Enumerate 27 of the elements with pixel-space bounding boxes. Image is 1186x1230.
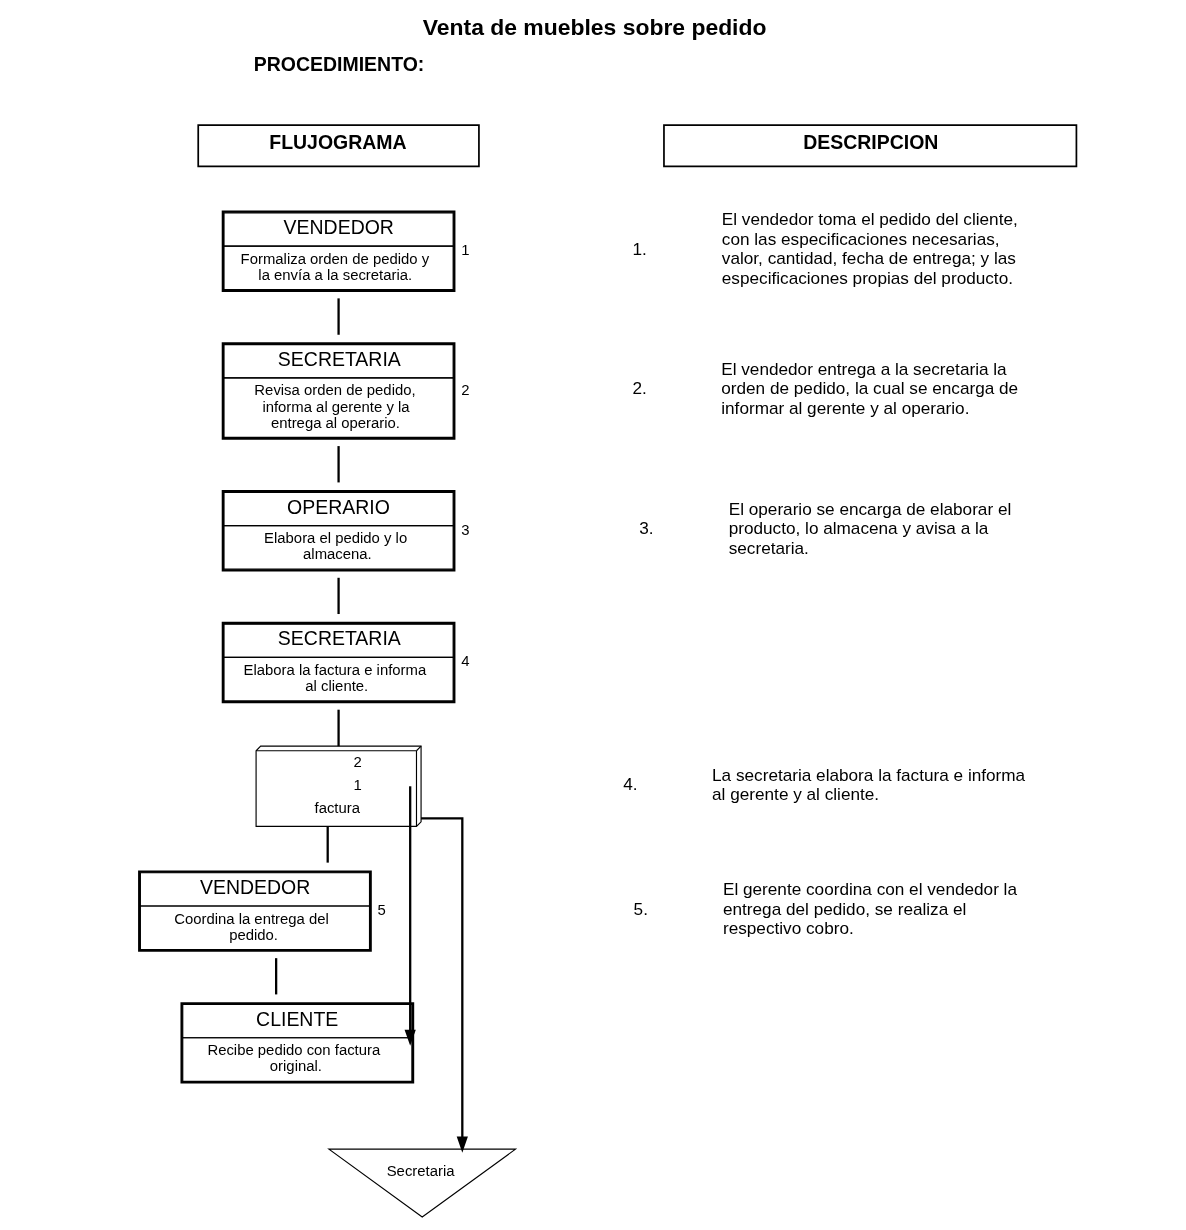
node-label: 1 [460,242,469,259]
label: 1. [631,238,647,259]
label: 2. [631,378,647,399]
label: La secretaria elabora la factura e informa al gerente y al cliente. [711,764,1025,805]
label: 3. [638,518,654,539]
connector [326,826,329,863]
label: El gerente coordina con el vendedor la entrega del pedido, se realiza el respectivo cobro. [722,879,1017,939]
connector [336,298,340,335]
connector [336,577,340,615]
label: FLUJOGRAMA [268,131,407,154]
connector [336,709,340,747]
label: PROCEDIMIENTO: [253,53,424,76]
label: DESCRIPCION [802,131,938,154]
arrow [420,817,468,1153]
label: El operario se encarga de elaborar el producto, lo almacena y avisa a la secretaria. [728,498,1011,558]
node-label: 3 [460,521,469,538]
node-label: 5 [377,902,386,919]
diagram-title: Venta de muebles sobre pedido [422,13,766,40]
connector [336,446,340,483]
arrow [404,786,416,1046]
node-label: 2 [460,381,469,398]
connector [274,958,277,995]
label: El vendedor entrega a la secretaria la orden de pedido, la cual se encarga de informar al gerente y al operario. [720,358,1018,418]
label: 4. [622,774,638,795]
label: El vendedor toma el pedido del cliente, con las especificaciones necesarias, valor, cantidad, fecha de entrega; y las especificaciones propias del producto. [721,209,1018,288]
label: 5. [633,898,648,919]
node-label: 4 [460,653,469,670]
